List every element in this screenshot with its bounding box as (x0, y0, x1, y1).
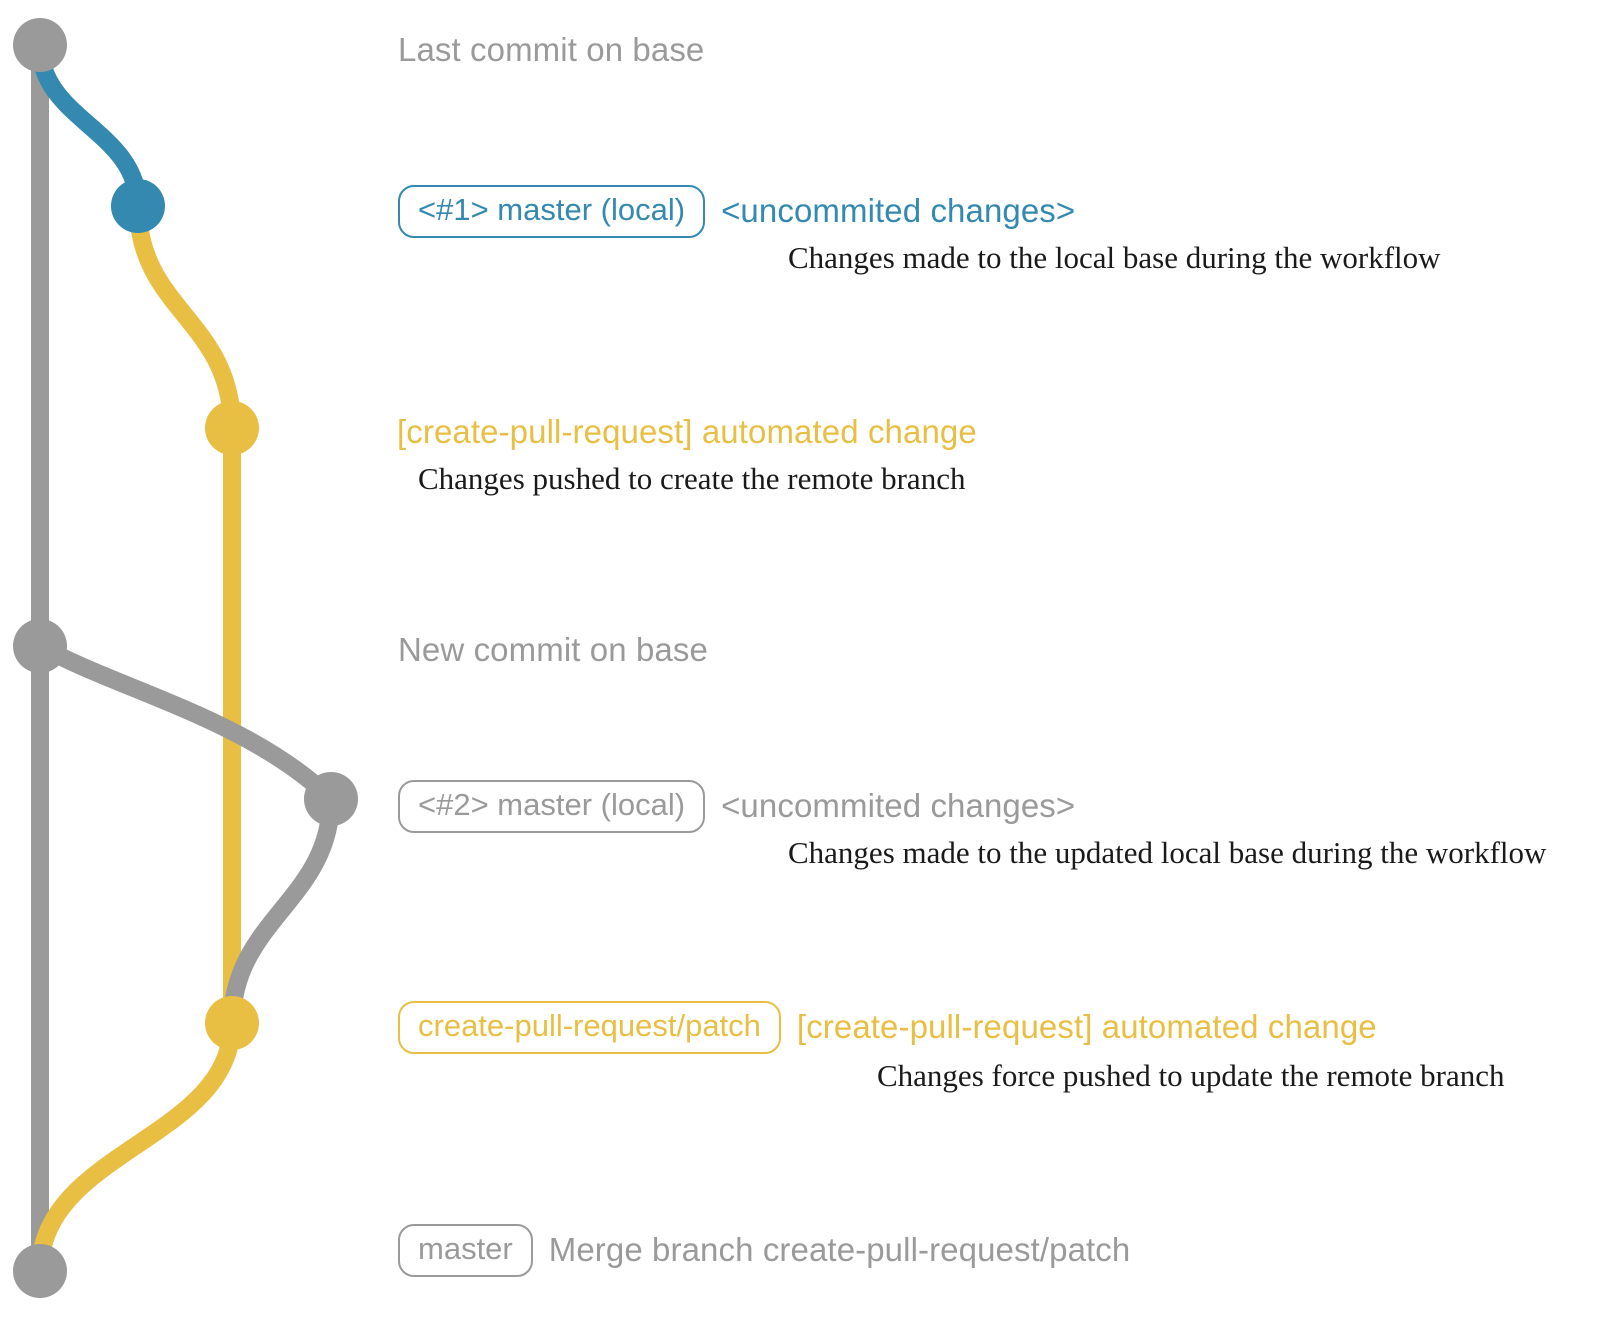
row-master-local-1: <#1> master (local) <uncommited changes> (398, 185, 1075, 238)
edge-local-2-to-patch-2 (223, 790, 340, 1032)
node-base-top (13, 18, 67, 72)
note-updated-local-base-changes: Changes made to the updated local base d… (788, 835, 1547, 870)
badge-master-local-1[interactable]: <#1> master (local) (398, 185, 706, 238)
edge-local-1-to-patch-1 (129, 197, 241, 437)
edge-base-to-local-1 (31, 36, 147, 215)
row-last-commit-on-base: Last commit on base (398, 31, 704, 69)
label-automated-change-1: [create-pull-request] automated change (397, 413, 977, 450)
subject-automated-change-2: [create-pull-request] automated change (796, 1008, 1377, 1046)
label-new-commit-on-base: New commit on base (398, 631, 708, 668)
badge-master[interactable]: master (398, 1224, 533, 1277)
node-local-2 (304, 772, 358, 826)
row-automated-change-1: [create-pull-request] automated change (397, 413, 977, 451)
commit-graph (13, 18, 358, 1298)
node-merge (13, 1244, 67, 1298)
note-force-pushed-update-remote-branch: Changes force pushed to update the remot… (877, 1058, 1505, 1093)
note-pushed-create-remote-branch: Changes pushed to create the remote bran… (418, 461, 966, 496)
badge-master-local-2[interactable]: <#2> master (local) (398, 780, 706, 833)
node-base-mid (13, 619, 67, 673)
row-master-merge: master Merge branch create-pull-request/… (398, 1224, 1130, 1277)
label-last-commit-on-base: Last commit on base (398, 31, 705, 68)
subject-merge-branch: Merge branch create-pull-request/patch (548, 1231, 1131, 1269)
node-local-1 (111, 179, 165, 233)
node-patch-2 (205, 996, 259, 1050)
subject-uncommited-changes-1: <uncommited changes> (721, 192, 1076, 230)
row-create-pull-request-patch: create-pull-request/patch [create-pull-r… (398, 1001, 1377, 1054)
node-patch-1 (205, 401, 259, 455)
badge-create-pull-request-patch[interactable]: create-pull-request/patch (398, 1001, 781, 1054)
edge-base-mid-to-local-2 (31, 637, 340, 808)
subject-uncommited-changes-2: <uncommited changes> (721, 787, 1076, 825)
row-master-local-2: <#2> master (local) <uncommited changes> (398, 780, 1075, 833)
note-local-base-changes: Changes made to the local base during th… (788, 240, 1441, 275)
row-new-commit-on-base: New commit on base (398, 631, 708, 669)
edge-patch-2-to-merge (31, 1014, 241, 1280)
